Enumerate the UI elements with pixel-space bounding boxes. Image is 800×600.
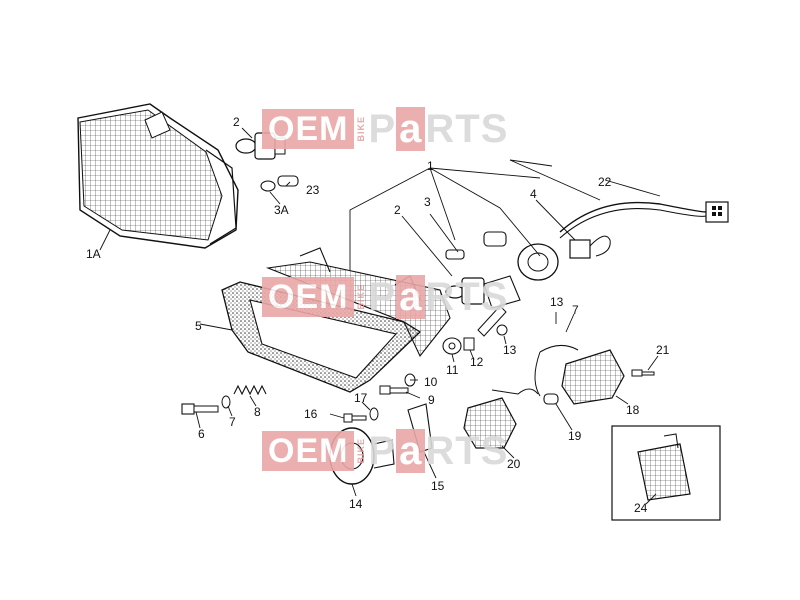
callout-18: 18	[626, 403, 640, 417]
callout-13-left: 13	[503, 343, 517, 357]
callout-19: 19	[568, 429, 582, 443]
callout-7-right: 7	[572, 303, 579, 317]
callout-8: 8	[254, 405, 261, 419]
watermark-oem: OEM	[262, 431, 355, 471]
callout-1: 1	[427, 159, 434, 173]
screw-9-10	[379, 373, 416, 395]
callout-24: 24	[634, 501, 648, 515]
callout-22: 22	[598, 175, 612, 189]
callout-14: 14	[349, 497, 363, 511]
callout-5: 5	[195, 319, 202, 333]
bulb-23	[277, 175, 299, 187]
bulb-19	[543, 393, 559, 405]
callout-3a: 3A	[274, 203, 289, 217]
bushing-11	[442, 337, 462, 355]
watermark-bottom: OEM BIKE PaRTS	[262, 429, 509, 473]
watermark-oem: OEM	[262, 109, 355, 149]
wiring-harness-22	[559, 201, 729, 239]
callout-9: 9	[428, 393, 435, 407]
watermark-oem: OEM	[262, 277, 355, 317]
watermark-bike: BIKE	[356, 438, 367, 464]
watermark-parts: PaRTS	[368, 429, 509, 473]
reflector-box-24	[611, 425, 721, 521]
callout-2: 2	[394, 203, 401, 217]
watermark-middle: OEM BIKE PaRTS	[262, 275, 509, 319]
watermark-top: OEM BIKE PaRTS	[262, 107, 509, 151]
bolt-16	[343, 413, 367, 423]
spacer-12	[463, 337, 475, 351]
callout-2-top: 2	[233, 115, 240, 129]
callout-20: 20	[507, 457, 521, 471]
bracket-13	[477, 305, 508, 337]
callout-23: 23	[306, 183, 320, 197]
callout-16: 16	[304, 407, 318, 421]
callout-6: 6	[198, 427, 205, 441]
screw-6	[181, 403, 219, 415]
callout-3: 3	[424, 195, 431, 209]
callout-21: 21	[656, 343, 670, 357]
watermark-parts: PaRTS	[368, 275, 509, 319]
washer-7-left	[221, 395, 231, 409]
washer-17	[369, 407, 379, 421]
callout-10: 10	[424, 375, 438, 389]
bulb-2	[445, 275, 521, 309]
lamp-3	[445, 231, 507, 260]
leader-lines	[99, 127, 661, 505]
bulb-3a	[260, 180, 276, 192]
watermark-bike: BIKE	[356, 116, 367, 142]
turn-signal-18	[534, 344, 625, 405]
headlight-lens-1a	[77, 103, 239, 249]
rubber-cap	[517, 243, 559, 281]
connector-4	[569, 235, 611, 259]
lens-20	[463, 388, 539, 449]
callout-labels: 1 1A 2 2 3 3A 4 5 6 7 8 9 10 11 12 13 13…	[86, 115, 670, 515]
screw-21	[631, 369, 655, 377]
watermark-bike: BIKE	[356, 284, 367, 310]
callout-7-left: 7	[229, 415, 236, 429]
callout-12: 12	[470, 355, 484, 369]
callout-13-right: 13	[550, 295, 564, 309]
spring-8	[233, 384, 267, 396]
callout-15: 15	[431, 479, 445, 493]
callout-17: 17	[354, 391, 368, 405]
callout-11: 11	[446, 363, 459, 377]
callout-1a: 1A	[86, 247, 101, 261]
watermark-parts: PaRTS	[368, 107, 509, 151]
callout-4: 4	[530, 187, 537, 201]
